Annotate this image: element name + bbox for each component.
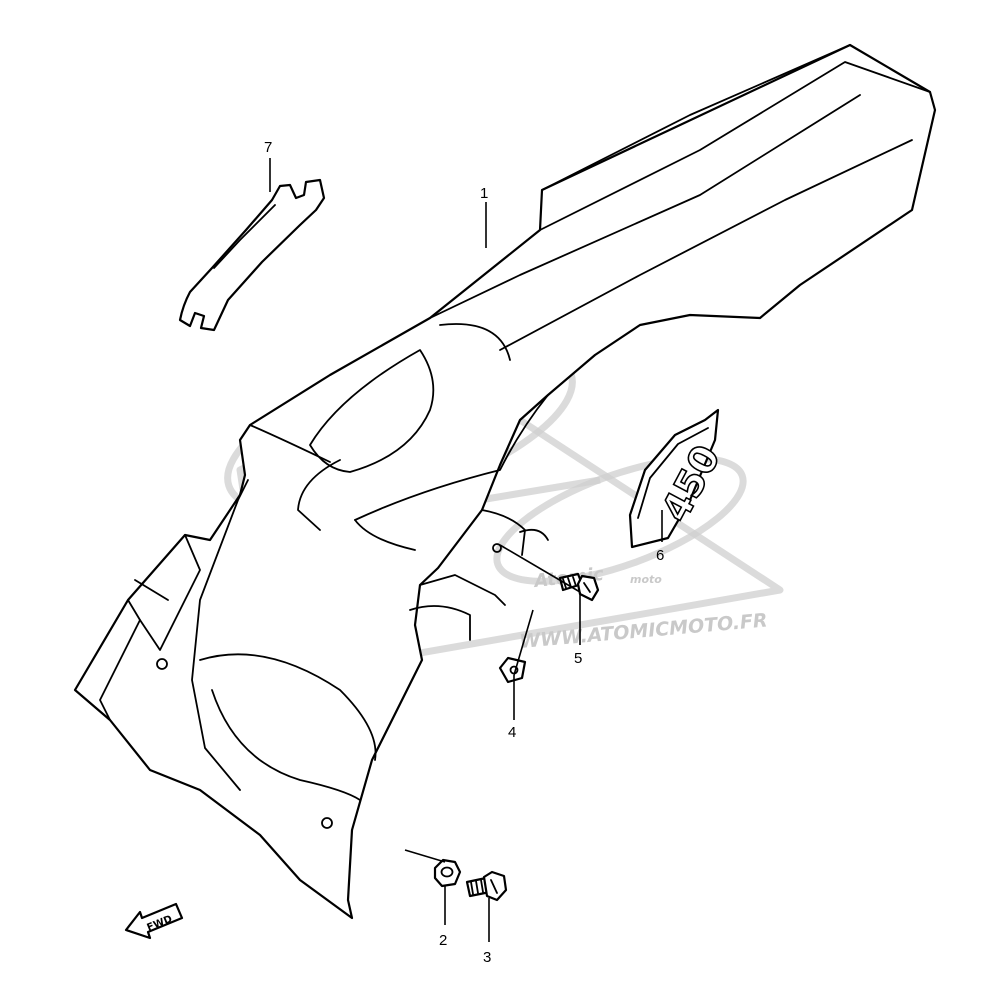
callouts: 1 2 3 4 5 6 7 [264,139,664,966]
callout-3: 3 [483,949,491,966]
clip-nut-4 [498,656,527,684]
callout-1: 1 [480,185,488,202]
forward-arrow-icon: FWD [124,902,184,940]
bolt-5 [558,572,600,602]
rear-fender [73,43,937,920]
watermark-brand-sub: moto [630,573,662,586]
callout-5: 5 [574,650,582,667]
leader-lines [269,158,663,942]
callout-4: 4 [508,724,516,741]
spanner-tool [178,178,326,332]
bolt-3 [465,870,508,902]
nut-2 [433,858,462,888]
callout-6: 6 [656,547,664,564]
callout-2: 2 [439,932,447,949]
callout-7: 7 [264,139,272,156]
